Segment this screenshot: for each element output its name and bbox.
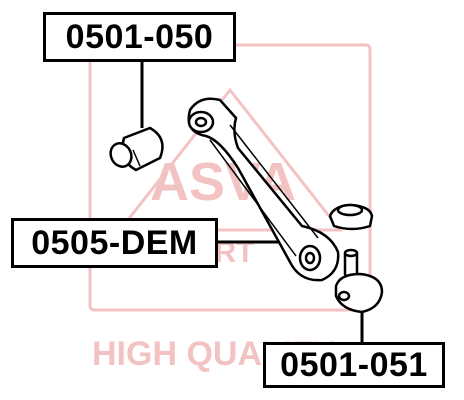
mount-top bbox=[336, 203, 364, 217]
rubber-mount bbox=[328, 203, 374, 231]
part-number-callout-bottom: 0501-051 bbox=[263, 342, 445, 388]
part-number-callout-middle: 0505-DEM bbox=[11, 218, 218, 268]
part-number-bottom: 0501-051 bbox=[280, 346, 428, 384]
bushing-end bbox=[109, 142, 133, 168]
arm-eye-rear-inner bbox=[304, 251, 316, 265]
bushing-part bbox=[109, 126, 164, 172]
ball-joint-bolt bbox=[337, 290, 351, 302]
part-number-top: 0501-050 bbox=[65, 18, 214, 56]
ball-joint-housing bbox=[334, 272, 384, 314]
control-arm bbox=[187, 97, 340, 282]
arm-outer bbox=[187, 97, 340, 282]
part-number-middle: 0505-DEM bbox=[31, 224, 198, 262]
part-number-callout-top: 0501-050 bbox=[43, 12, 236, 62]
bushing-rib bbox=[132, 149, 141, 167]
ball-joint bbox=[334, 248, 384, 314]
arm-eye-front-inner bbox=[194, 116, 208, 128]
arm-rib-2 bbox=[229, 124, 319, 239]
arm-rib-1 bbox=[209, 139, 297, 257]
watermark-emblem bbox=[116, 87, 344, 232]
ball-joint-stud-top bbox=[343, 248, 359, 258]
watermark: ASVA PART HIGH QUALITY bbox=[88, 43, 372, 373]
